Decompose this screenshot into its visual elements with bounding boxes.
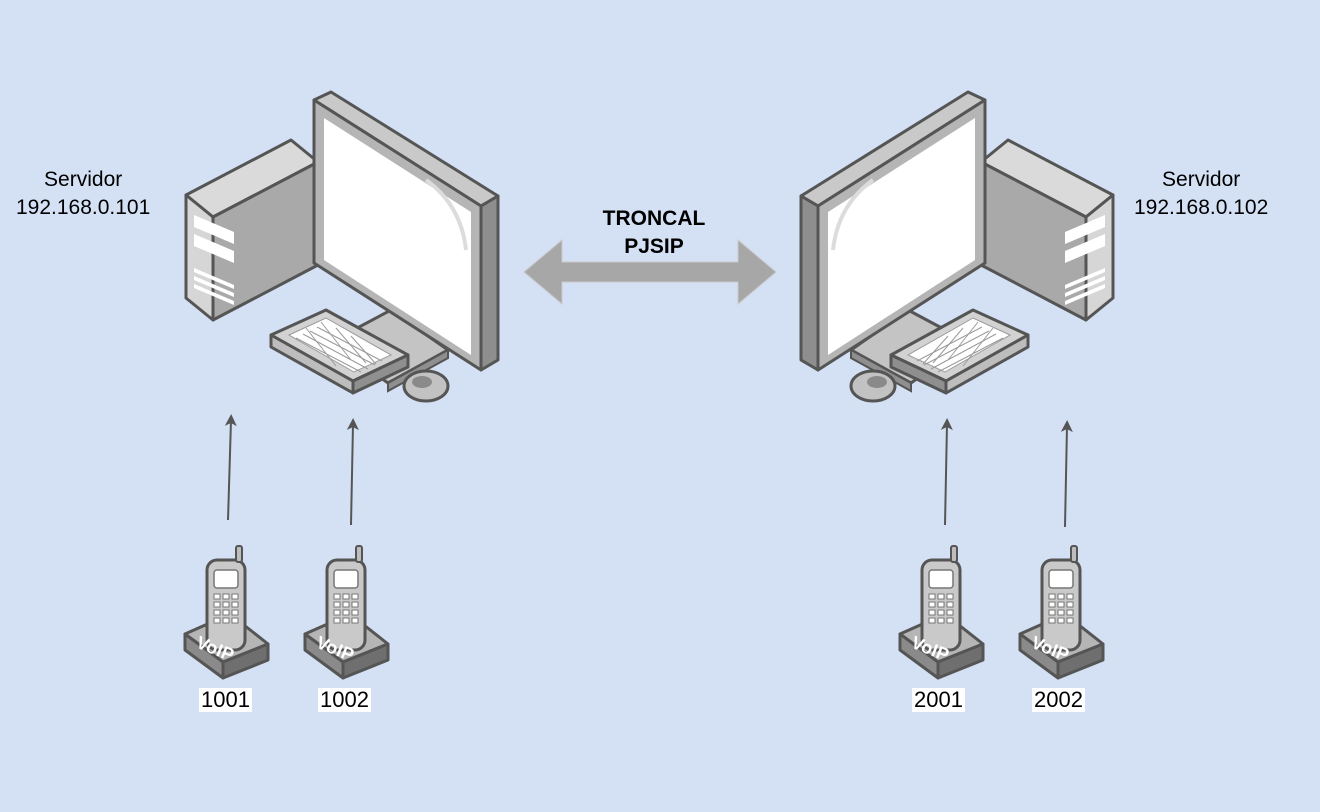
server-left-name: Servidor — [44, 168, 123, 191]
server-right-computer-icon — [799, 90, 1115, 403]
voip-phone-icon-2002: VoIP — [1018, 544, 1105, 680]
connector-arrow-1002 — [346, 418, 359, 526]
connector-arrow-2002 — [1060, 420, 1073, 528]
server-left-label: Servidor 192.168.0.101 — [16, 166, 150, 222]
trunk-arrow — [523, 238, 777, 306]
connector-arrow-1001 — [224, 414, 237, 521]
trunk-label: TRONCAL PJSIP — [594, 205, 714, 261]
server-right-name: Servidor — [1162, 168, 1241, 191]
trunk-label-line1: TRONCAL — [602, 207, 706, 230]
voip-phone-icon-1001: VoIP — [183, 544, 270, 680]
connector-arrow-2001 — [940, 418, 953, 526]
trunk-label-line2: PJSIP — [624, 235, 684, 258]
server-left-ip: 192.168.0.101 — [16, 196, 151, 219]
extension-label-2002: 2002 — [1032, 687, 1085, 712]
server-right-ip: 192.168.0.102 — [1134, 196, 1269, 219]
extension-label-1001: 1001 — [199, 687, 252, 712]
server-right-label: Servidor 192.168.0.102 — [1134, 166, 1268, 222]
server-left-computer-icon — [184, 90, 500, 403]
voip-phone-icon-2001: VoIP — [898, 544, 985, 680]
extension-label-2001: 2001 — [912, 687, 965, 712]
voip-phone-icon-1002: VoIP — [303, 544, 390, 680]
extension-label-1002: 1002 — [318, 687, 371, 712]
